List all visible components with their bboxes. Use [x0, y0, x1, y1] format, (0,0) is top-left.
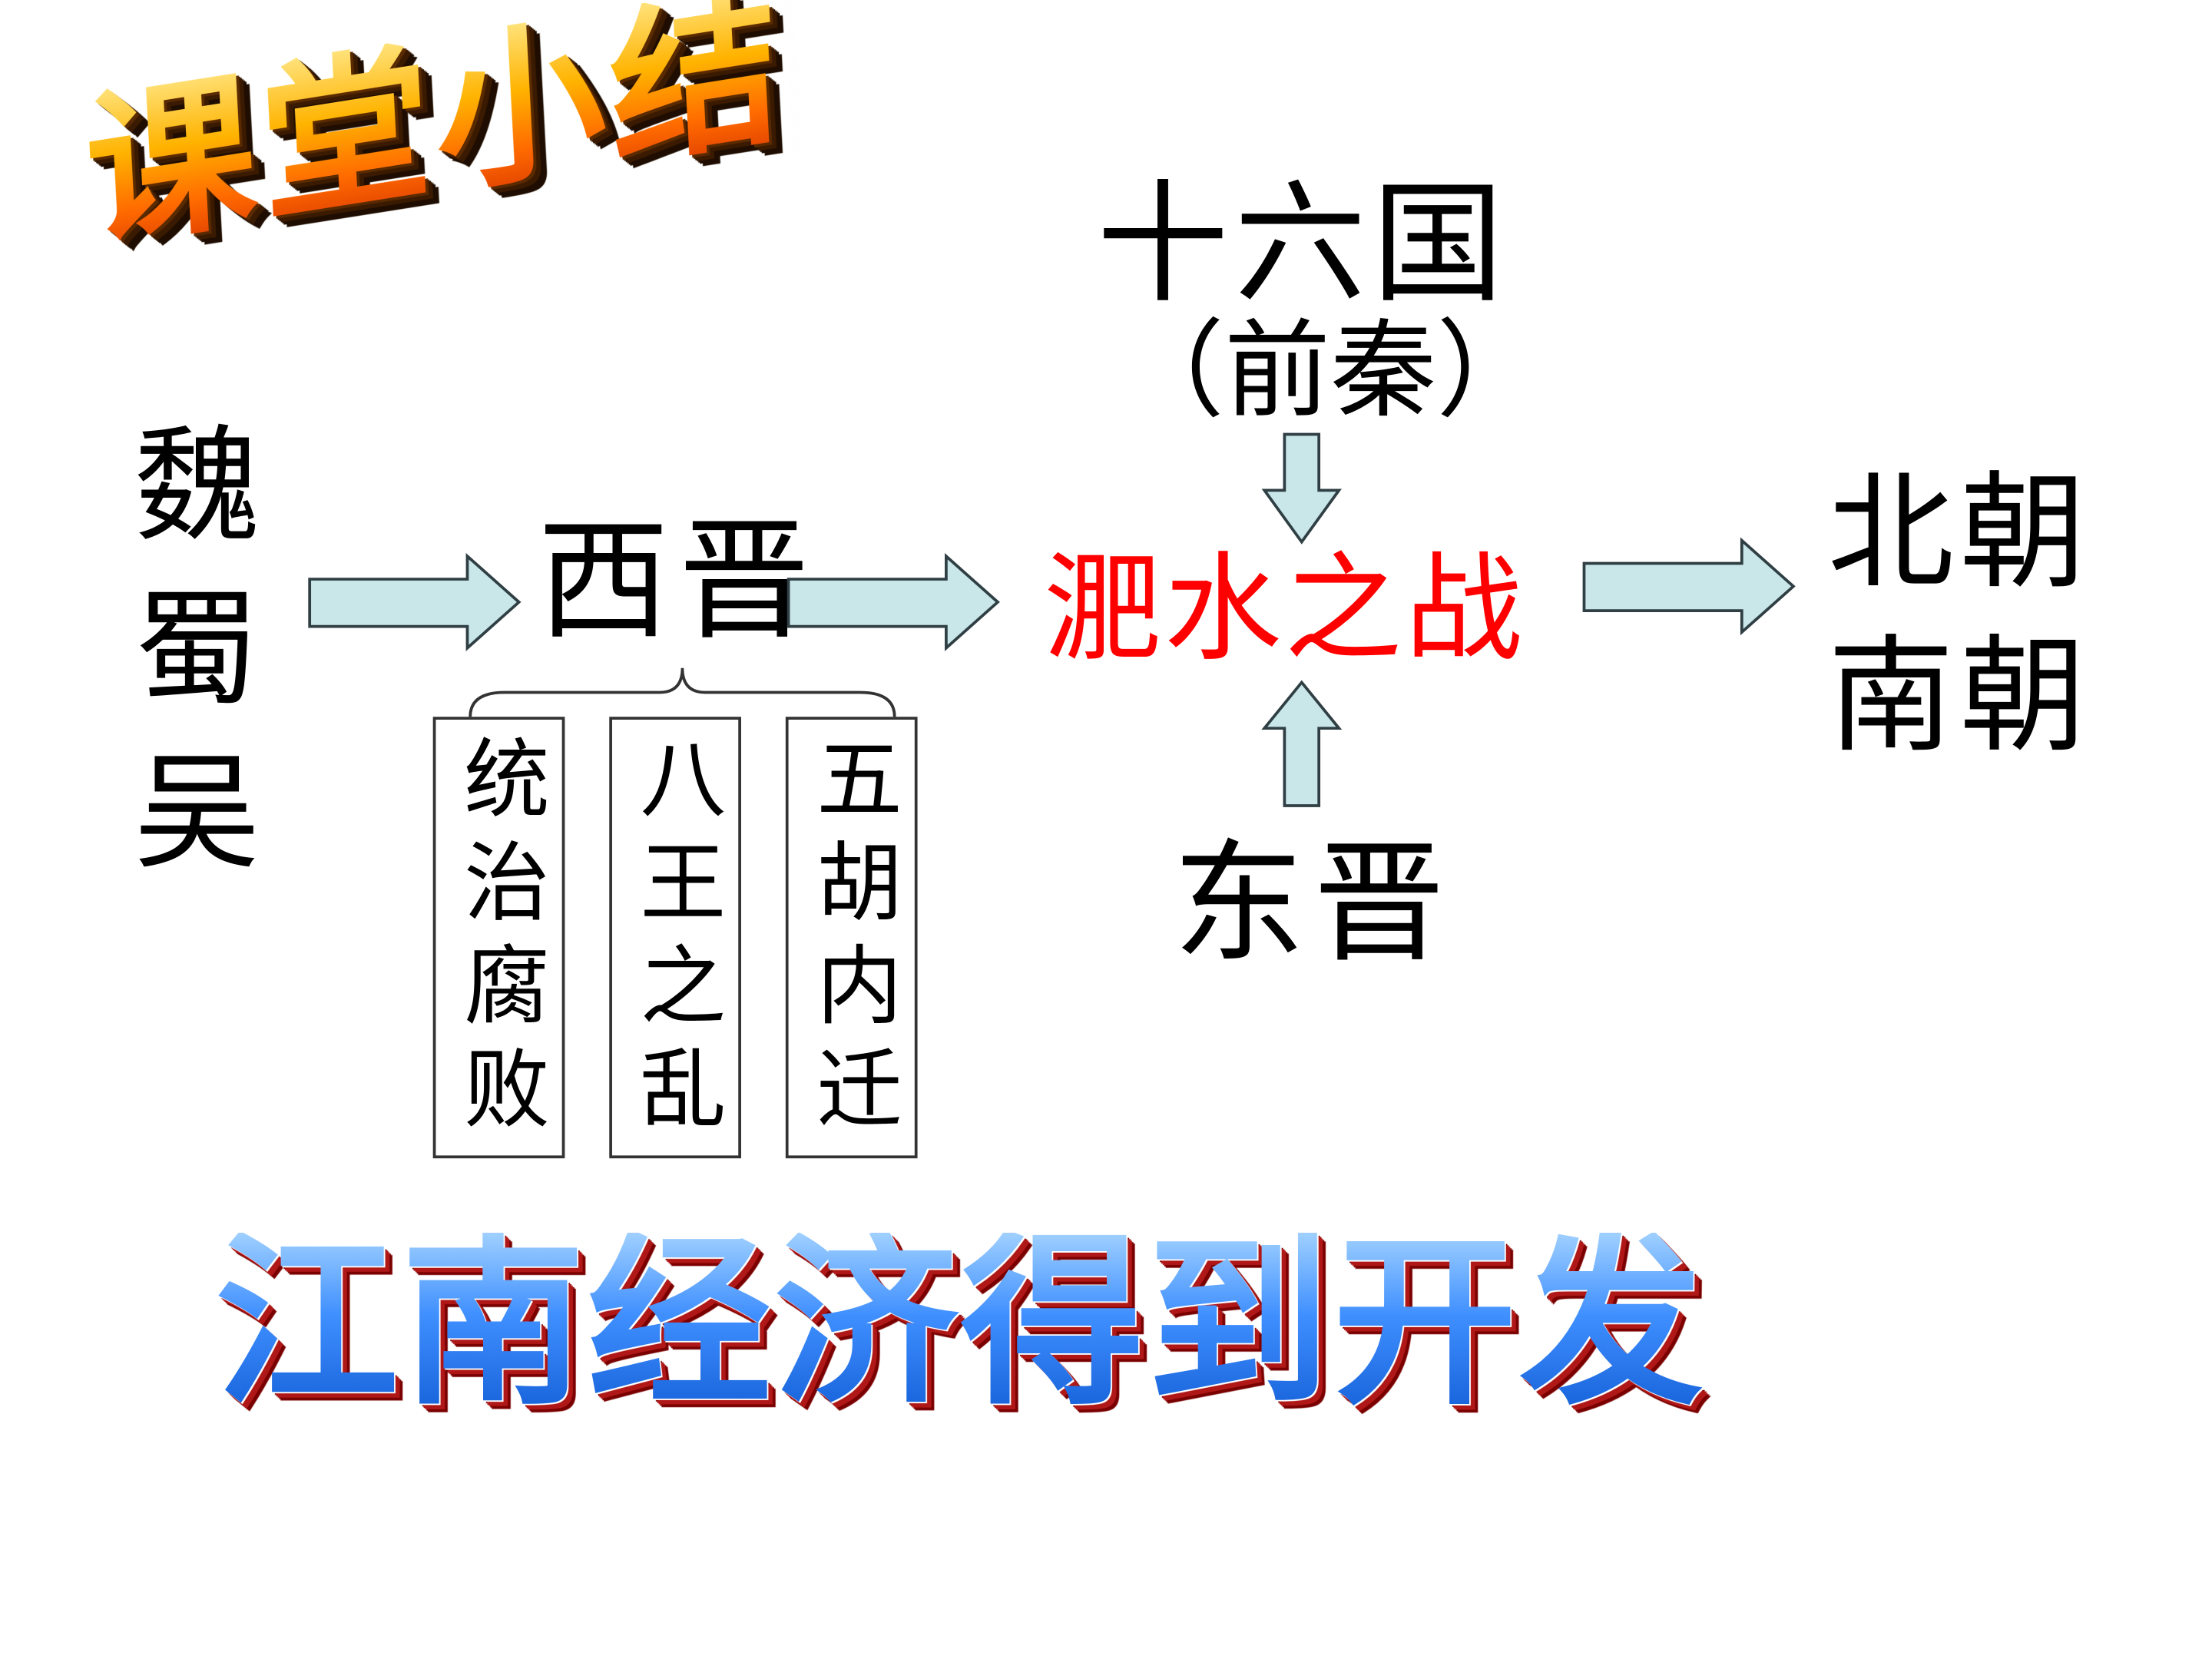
arrow-kingdoms-to-western-jin: [308, 553, 522, 651]
cause-box-corruption: 统治腐败: [432, 717, 565, 1159]
eastern-jin-label: 东晋: [1172, 826, 1454, 981]
arrow-western-jin-to-battle: [786, 553, 1000, 651]
arrow-eastern-jin-up: [1261, 680, 1343, 807]
three-kingdoms-label: 魏蜀吴: [113, 419, 261, 909]
cause-grouping-brace: [469, 667, 896, 717]
sixteen-kingdoms-label: 十六国: [1096, 167, 1510, 322]
cause-corruption-text: 统治腐败: [449, 733, 549, 1147]
cause-five-barbarians-text: 五胡内迁: [801, 733, 902, 1147]
southern-dynasties-label: 南朝: [1827, 622, 2092, 770]
cause-eight-princes-text: 八王之乱: [624, 733, 726, 1147]
former-qin-label: （前秦）: [1118, 310, 1543, 433]
feishui-battle-label: 淝水之战: [1043, 541, 1525, 678]
cause-box-eight-princes: 八王之乱: [609, 717, 741, 1159]
cause-box-five-barbarians: 五胡内迁: [785, 717, 918, 1159]
western-jin-label: 西晋: [537, 505, 819, 658]
arrow-sixteen-kingdoms-down: [1261, 432, 1342, 545]
arrow-battle-to-dynasties: [1582, 537, 1796, 636]
northern-dynasties-label: 北朝: [1827, 459, 2092, 607]
jiangnan-development-conclusion: 江南经济得到开发: [214, 1217, 1707, 1431]
